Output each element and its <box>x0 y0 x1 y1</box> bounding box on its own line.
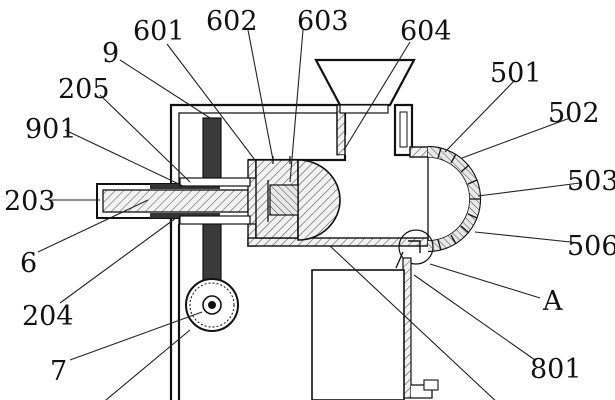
label-9: 9 <box>102 38 119 69</box>
shaft-6 <box>102 189 249 213</box>
label-601: 601 <box>133 16 185 47</box>
label-901: 901 <box>25 114 77 145</box>
vertical-gear-bar-upper <box>202 117 222 185</box>
left-frame-post <box>169 216 181 400</box>
outlet-wall <box>393 103 429 246</box>
leader-lines <box>37 29 581 400</box>
label-6: 6 <box>20 248 37 279</box>
label-506: 506 <box>567 231 615 262</box>
label-604: 604 <box>400 16 452 47</box>
label-502: 502 <box>548 98 600 129</box>
label-503: 503 <box>567 166 615 197</box>
arc-sieve <box>398 145 482 265</box>
label-203: 203 <box>4 186 56 217</box>
label-a: A <box>542 286 563 317</box>
hopper-funnel <box>314 58 416 107</box>
label-801: 801 <box>530 354 582 385</box>
part-labels: 601 602 603 604 9 205 901 203 6 204 7 50… <box>4 6 615 387</box>
collection-box <box>311 251 439 400</box>
detail-circle-a <box>398 229 434 265</box>
label-602: 602 <box>206 6 258 37</box>
drive-column <box>179 117 251 297</box>
label-501: 501 <box>490 58 542 89</box>
label-7: 7 <box>50 356 67 387</box>
label-205: 205 <box>58 74 110 105</box>
feed-hopper <box>314 58 416 114</box>
collector-bin <box>311 269 405 400</box>
rotor-head <box>255 156 341 241</box>
rotor-dome <box>297 159 341 241</box>
gear-7 <box>185 278 239 332</box>
label-603: 603 <box>297 6 349 37</box>
label-204: 204 <box>22 301 74 332</box>
